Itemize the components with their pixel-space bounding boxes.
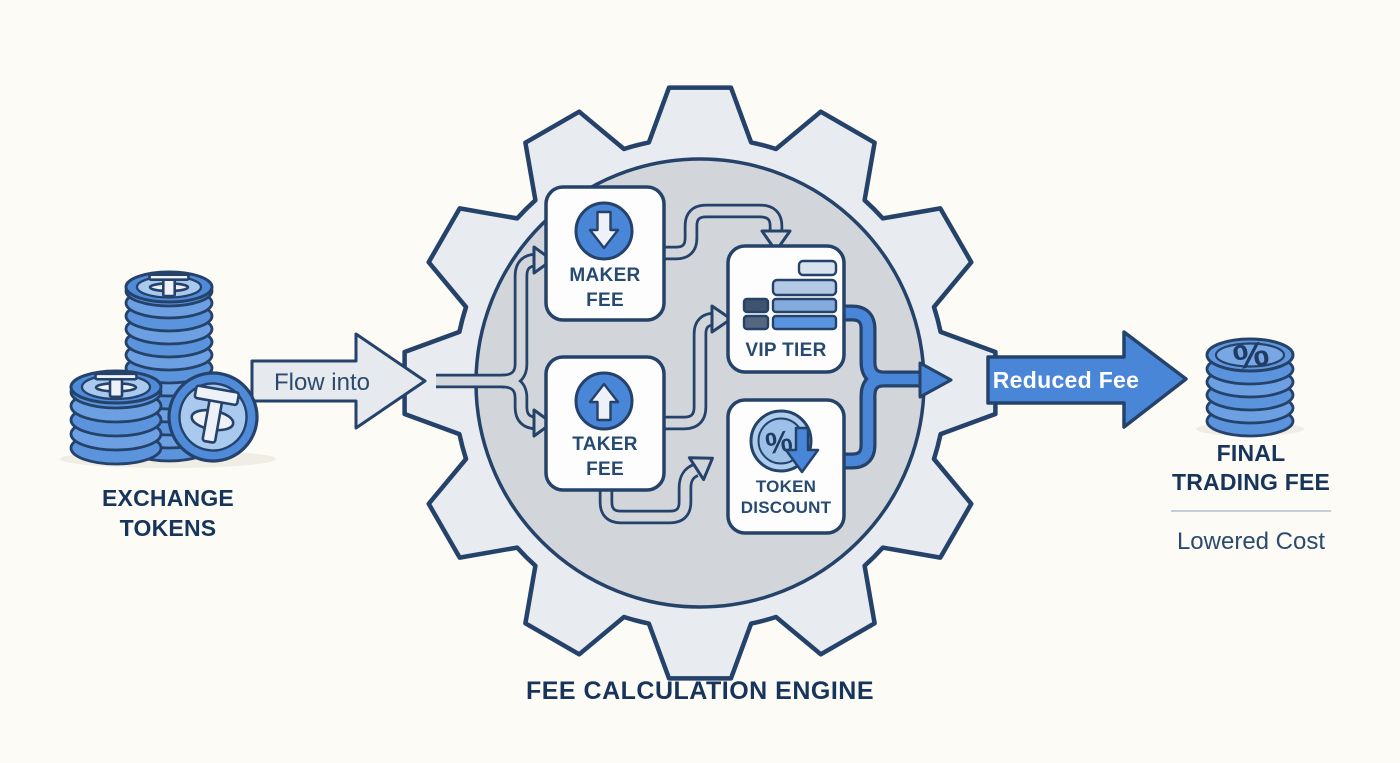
source-label-line2: TOKENS — [120, 515, 217, 541]
maker-fee-label-line2: FEE — [586, 290, 624, 311]
flow-into-arrow: Flow into — [250, 332, 427, 430]
connector-entry-to-taker — [501, 376, 538, 428]
percent-coin-icon: % — [749, 409, 820, 474]
reduced-fee-label: Reduced Fee — [993, 367, 1139, 393]
tether-coin-front — [167, 371, 259, 463]
token-discount-node: % TOKEN DISCOUNT — [726, 398, 846, 535]
engine-nodes: MAKER FEE TAKER FEE VIP TIER — [544, 185, 846, 535]
connector-taker-to-vip — [660, 314, 716, 428]
connectors — [436, 203, 792, 525]
diagram-title: FEE CALCULATION ENGINE — [526, 677, 874, 705]
result-label-line2: TRADING FEE — [1172, 469, 1330, 495]
final-fee-coin-stack: % FINAL TRADING FEE Lowered Cost — [1171, 333, 1331, 555]
maker-fee-node: MAKER FEE — [544, 185, 666, 322]
token-discount-label-line2: DISCOUNT — [741, 498, 832, 517]
arrowhead-to-vip-top-icon — [760, 229, 792, 253]
taker-fee-label-line1: TAKER — [572, 434, 638, 455]
token-discount-label-line1: TOKEN — [756, 477, 816, 496]
result-sublabel: Lowered Cost — [1177, 528, 1325, 555]
taker-fee-node: TAKER FEE — [544, 355, 666, 492]
arrowhead-to-taker-icon — [532, 408, 554, 438]
arrowhead-to-maker-icon — [532, 245, 554, 275]
connector-maker-to-vip — [660, 206, 781, 258]
flow-into-label: Flow into — [274, 369, 370, 396]
connector-taker-to-token — [601, 465, 698, 522]
result-label-line1: FINAL — [1217, 440, 1286, 466]
vip-tier-label: VIP TIER — [745, 340, 826, 361]
taker-fee-label-line2: FEE — [586, 459, 624, 480]
maker-fee-label-line1: MAKER — [569, 265, 640, 286]
final-fee-percent-glyph: % — [1230, 333, 1272, 377]
arrow-down-circle-icon — [574, 201, 634, 261]
vip-tier-node: VIP TIER — [726, 244, 846, 374]
reduced-fee-merge-path — [840, 304, 953, 470]
tier-bars-icon — [742, 259, 838, 331]
arrow-up-circle-icon — [574, 371, 634, 431]
source-label-line1: EXCHANGE — [102, 485, 234, 511]
merge-arrowhead-icon — [918, 361, 953, 399]
discount-down-arrow-icon — [784, 426, 820, 474]
arrowhead-to-token-icon — [687, 456, 714, 482]
exchange-token-stack: EXCHANGE TOKENS — [60, 270, 276, 541]
arrowhead-to-vip-left-icon — [710, 304, 733, 334]
reduced-fee-arrow: Reduced Fee — [986, 330, 1188, 429]
